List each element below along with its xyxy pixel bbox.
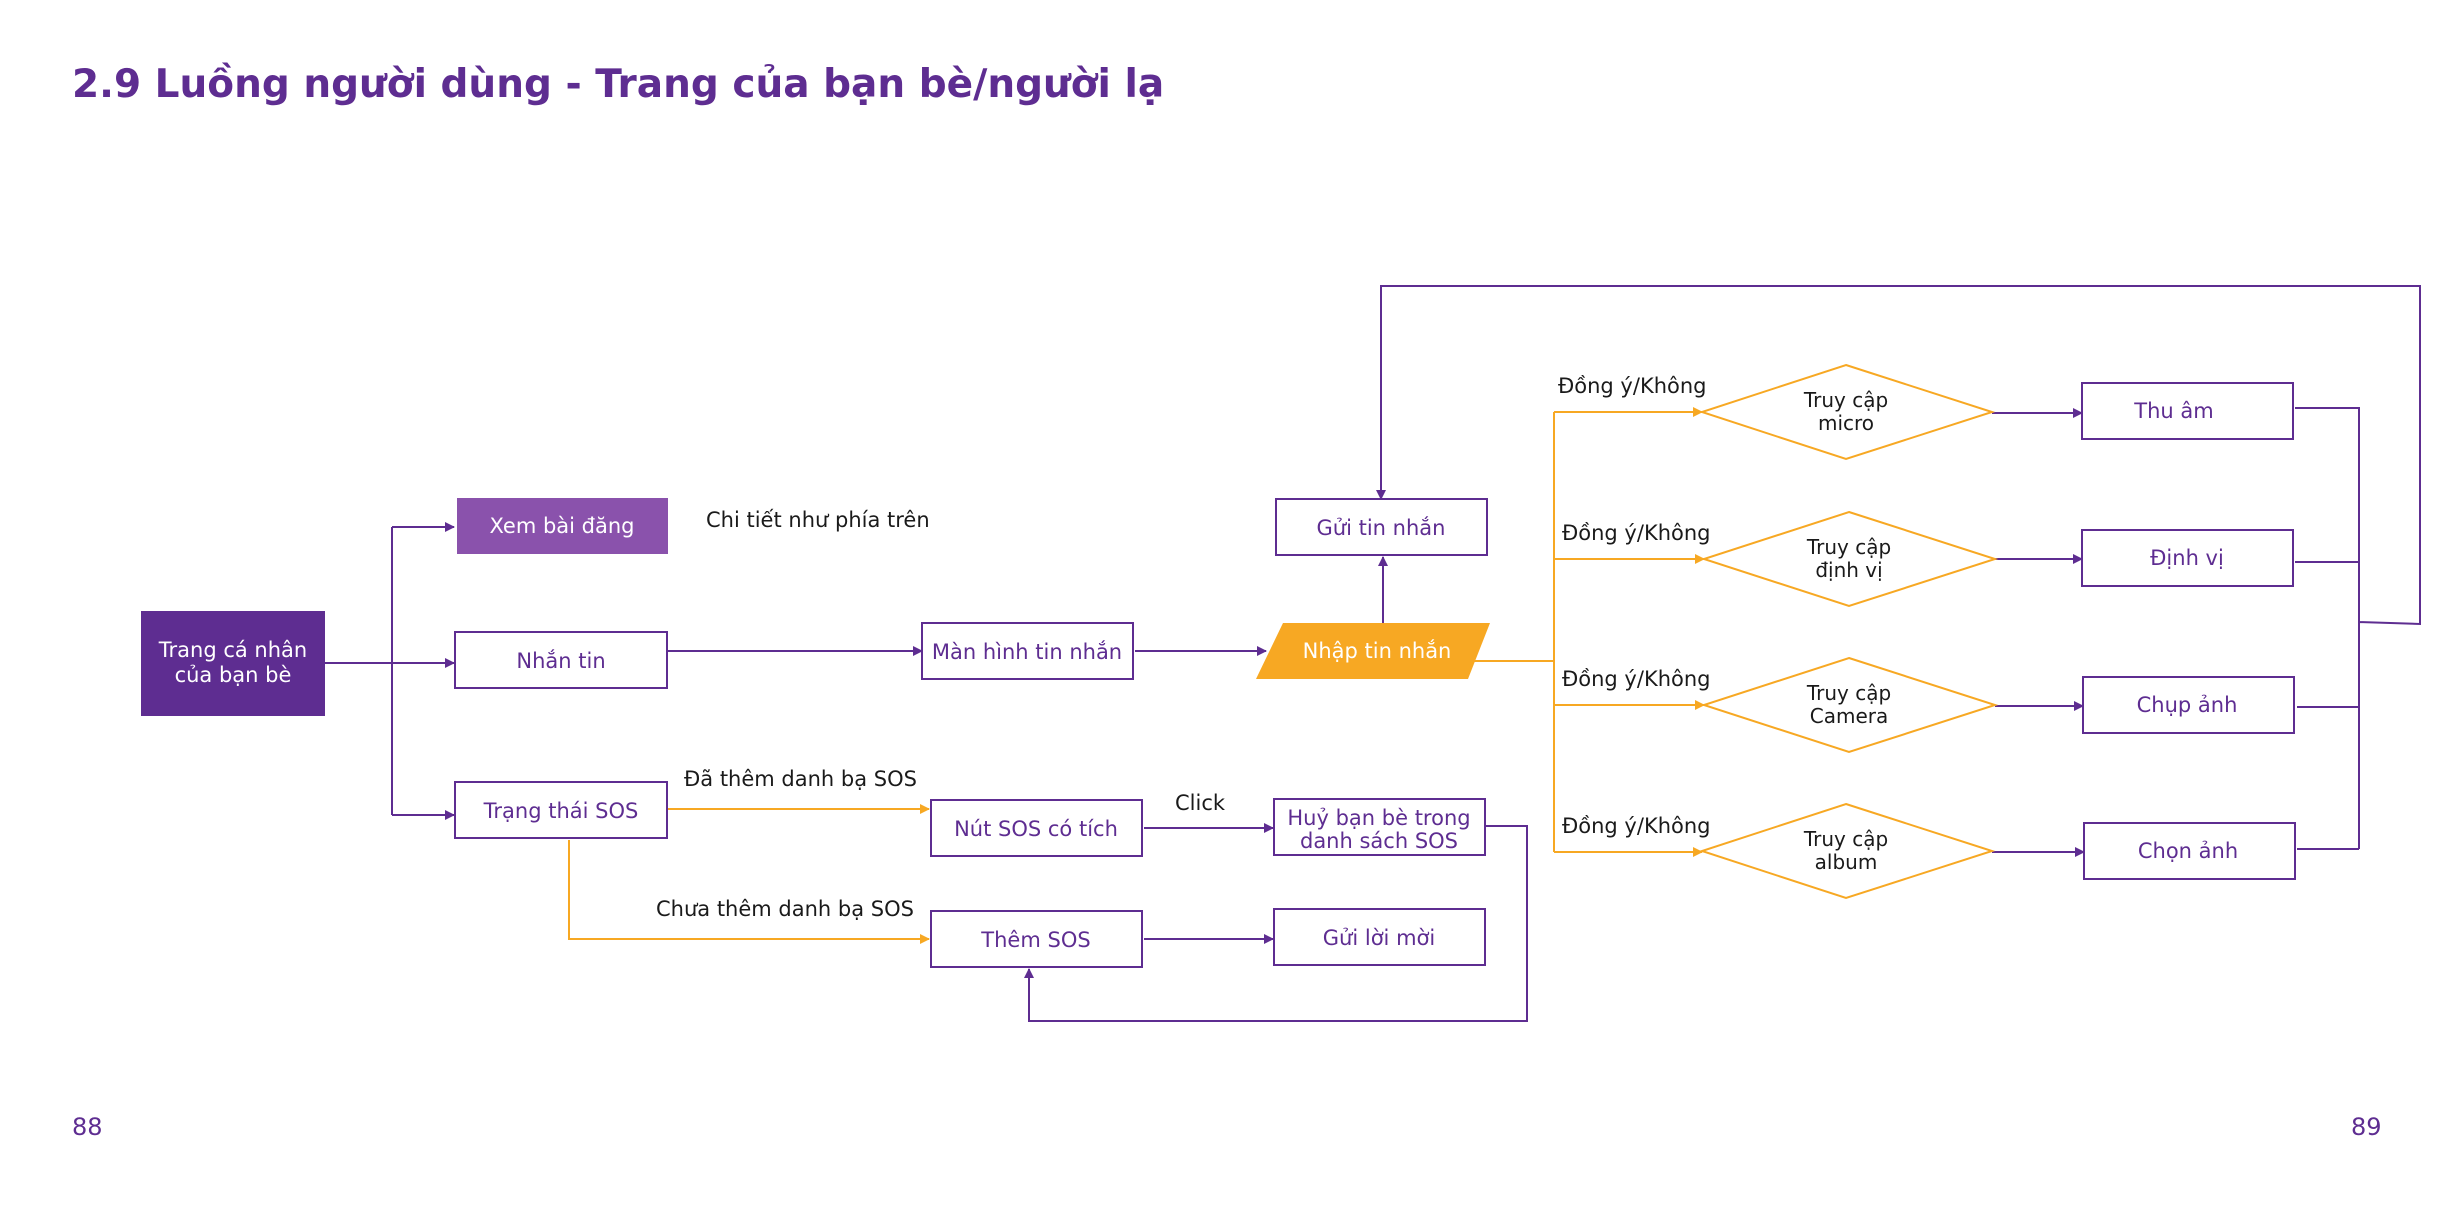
node-chup-anh: Chụp ảnh <box>2082 676 2295 734</box>
svg-text:Màn hình tin nhắn: Màn hình tin nhắn <box>932 640 1122 664</box>
connector-sos-not-added <box>568 840 930 944</box>
label-chua-them-sos: Chưa thêm danh bạ SOS <box>656 897 914 921</box>
decision-truy-cap-dinh-vi: Truy cập định vị <box>1700 510 1999 608</box>
svg-text:Nút SOS có tích: Nút SOS có tích <box>954 817 1118 841</box>
label-click: Click <box>1175 791 1226 815</box>
svg-text:Chọn ảnh: Chọn ảnh <box>2138 839 2238 863</box>
svg-text:Truy cập: Truy cập <box>1806 535 1891 559</box>
svg-text:định vị: định vị <box>1815 558 1882 582</box>
label-dong-y-4: Đồng ý/Không <box>1562 814 1711 838</box>
svg-text:Truy cập: Truy cập <box>1803 827 1888 851</box>
svg-text:Gửi lời mời: Gửi lời mời <box>1323 926 1435 950</box>
page-title: 2.9 Luồng người dùng - Trang của bạn bè/… <box>72 62 1165 107</box>
svg-text:Định vị: Định vị <box>2150 546 2224 570</box>
svg-text:Trang cá nhân: Trang cá nhân <box>158 638 307 662</box>
svg-text:danh sách SOS: danh sách SOS <box>1300 829 1458 853</box>
svg-text:Trạng thái SOS: Trạng thái SOS <box>483 799 639 823</box>
svg-text:Nhắn tin: Nhắn tin <box>516 649 605 673</box>
svg-text:Nhập tin nhắn: Nhập tin nhắn <box>1303 639 1452 663</box>
connector-loop-to-them-sos <box>1024 825 1528 1022</box>
svg-text:của bạn bè: của bạn bè <box>175 663 292 687</box>
label-dong-y-2: Đồng ý/Không <box>1562 521 1711 545</box>
page-number-right: 89 <box>2351 1113 2382 1141</box>
label-dong-y-1: Đồng ý/Không <box>1558 374 1707 398</box>
node-nhan-tin: Nhắn tin <box>454 631 668 689</box>
svg-text:Camera: Camera <box>1810 704 1889 728</box>
connector-start-branch <box>325 527 393 815</box>
node-trang-thai-sos: Trạng thái SOS <box>454 781 668 839</box>
label-dong-y-3: Đồng ý/Không <box>1562 667 1711 691</box>
connector-results-merge <box>1381 285 2421 850</box>
svg-text:Xem bài đăng: Xem bài đăng <box>489 514 634 538</box>
label-da-them-sos: Đã thêm danh bạ SOS <box>684 767 917 791</box>
svg-text:Chụp ảnh: Chụp ảnh <box>2137 693 2238 717</box>
node-gui-loi-moi: Gửi lời mời <box>1273 908 1486 966</box>
node-nut-sos: Nút SOS có tích <box>930 799 1143 857</box>
decision-truy-cap-album: Truy cập album <box>1698 802 1996 900</box>
node-xem-bai-dang: Xem bài đăng <box>457 498 668 554</box>
connector-input-branch <box>1470 412 1555 852</box>
svg-text:Truy cập: Truy cập <box>1806 681 1891 705</box>
svg-text:album: album <box>1815 850 1878 874</box>
node-nhap-tin-nhan: Nhập tin nhắn <box>1256 623 1490 679</box>
node-thu-am: Thu âm <box>2081 382 2294 440</box>
svg-text:Thêm SOS: Thêm SOS <box>980 928 1090 952</box>
decision-truy-cap-camera: Truy cập Camera <box>1700 656 1999 754</box>
node-chon-anh: Chọn ảnh <box>2083 822 2296 880</box>
node-man-hinh-tin-nhan: Màn hình tin nhắn <box>921 622 1134 680</box>
node-them-sos: Thêm SOS <box>930 910 1143 968</box>
svg-text:micro: micro <box>1818 411 1874 435</box>
page-number-left: 88 <box>72 1113 103 1141</box>
node-gui-tin-nhan: Gửi tin nhắn <box>1275 498 1488 556</box>
decision-truy-cap-micro: Truy cập micro <box>1698 363 1996 461</box>
node-trang-ca-nhan: Trang cá nhân của bạn bè <box>141 611 325 716</box>
svg-text:Gửi tin nhắn: Gửi tin nhắn <box>1317 516 1446 540</box>
node-huy-ban-be: Huỷ bạn bè trong danh sách SOS <box>1273 798 1486 856</box>
node-dinh-vi: Định vị <box>2081 529 2294 587</box>
svg-text:Thu âm: Thu âm <box>2133 399 2213 423</box>
label-chi-tiet: Chi tiết như phía trên <box>706 508 930 532</box>
svg-text:Huỷ bạn bè trong: Huỷ bạn bè trong <box>1287 806 1470 830</box>
svg-text:Truy cập: Truy cập <box>1803 388 1888 412</box>
